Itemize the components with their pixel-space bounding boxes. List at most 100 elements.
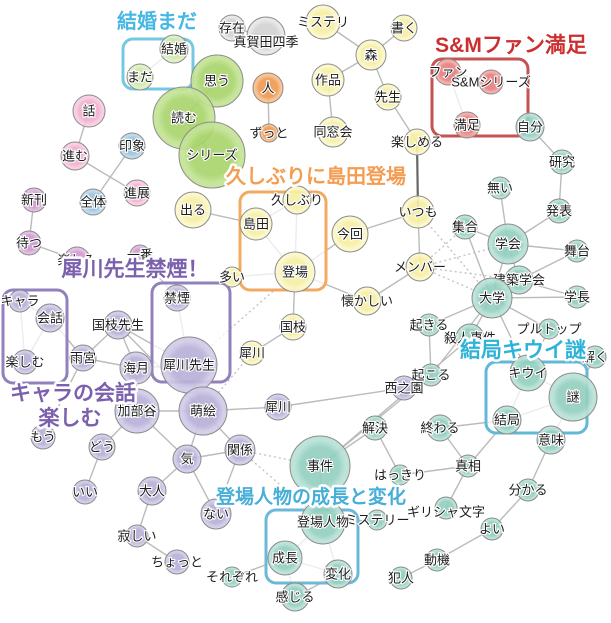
annotation-title-chara-kaiwa-line1: キャラの会話 [10,381,136,405]
graph-node-deru: 出る [174,191,212,229]
node-circle-matsu [16,230,42,256]
node-label-otona: 大人 [139,484,165,499]
node-circle-hanashi [72,94,106,128]
node-circle-series [178,121,246,189]
node-label-sorezore: それぞれ [206,570,258,585]
node-circle-natsukashii [352,286,382,316]
graph-node-butai: 舞台 [563,239,591,263]
graph-node-smseries: S&Mシリーズ [450,69,532,95]
node-circle-kiwi [509,354,547,392]
node-circle-seicho [267,540,303,576]
node-label-zentai: 全体 [80,195,106,210]
graph-node-kaiwa: 会話 [35,303,65,333]
node-label-butai: 舞台 [564,244,590,259]
node-circle-tanoshimi [63,246,91,274]
graph-node-tanoshimi: 楽しみ [56,246,98,274]
edge-saikawa_s-tojo [188,271,296,366]
annotation-title-shimada-tojo: 久しぶりに島田登場 [226,164,406,188]
node-label-kaiketsu: 解決 [362,421,388,436]
graph-node-natsukashii: 懐かしい [340,286,394,316]
edge-itsumo-daigaku [417,211,493,299]
node-label-fan: ファン [428,65,467,80]
node-circle-yoi [480,517,504,541]
node-label-seicho: 成長 [272,551,298,566]
node-label-kunieda: 国枝 [280,320,306,335]
graph-node-gakkai: 学会 [487,223,529,265]
graph-node-saikawa_p: 犀川 [264,393,292,421]
node-circle-kekkyoku [492,405,522,435]
node-label-dou: どう [89,440,115,455]
graph-node-toku: 解く [581,345,609,369]
node-circle-toku [583,345,607,369]
graph-node-imi: 意味 [536,425,566,455]
node-circle-mou [30,424,56,450]
node-circle-deru [174,191,212,229]
node-circle-happyo [546,198,572,224]
node-circle-hakkiri [389,464,411,486]
graph-node-yoi: よい [478,517,506,541]
node-label-shimada: 島田 [243,217,269,232]
graph-node-pulltop: プルトップ [515,318,583,340]
node-label-ii: いい [72,485,98,500]
node-label-doki: 動機 [424,553,450,568]
node-label-mystery2: ミステリー [344,513,409,528]
node-circle-kankei [224,434,256,466]
graph-node-seicho: 成長 [267,540,303,576]
graph-node-ki: 気 [172,444,202,474]
graph-node-wakaru: 分かる [507,478,549,502]
node-circle-imi [536,425,566,455]
node-circle-misuteri [305,4,341,40]
node-label-smseries: S&Mシリーズ [451,75,531,90]
annotation-labels-layer: 結婚まだS&Mファン満足久しぶりに島田登場犀川先生禁煙！キャラの会話楽しむ結局キ… [8,7,590,511]
graph-node-hito: 人 [252,72,284,104]
node-circle-mori [355,39,387,71]
graph-node-kinen: 禁煙 [163,284,191,312]
node-label-kaku: 書く [391,21,417,36]
node-circle-owaru [426,414,454,442]
graph-node-kekkyoku: 結局 [492,405,522,435]
node-label-member: メンバー [394,260,446,275]
node-label-kekkyoku: 結局 [494,413,520,428]
node-label-satsujin: 殺人事件 [444,331,496,346]
node-label-deru: 出る [180,203,206,218]
graph-node-magata: 真賀田四季 [232,16,300,56]
node-circle-hisashiburi [282,185,312,215]
graph-node-hanashi: 話 [72,94,106,128]
graph-node-shimada: 島田 [239,207,273,241]
graph-node-konkai: 今回 [331,215,369,253]
node-label-matsu: 待つ [16,236,42,251]
node-label-omou: 思う [204,74,230,89]
node-circle-nazo [548,372,598,422]
node-label-gakkai: 学会 [495,237,521,252]
node-circle-henka [323,559,353,589]
node-label-moe: 萌絵 [190,404,216,419]
node-circle-amemiya [69,344,97,372]
graph-node-matsu: 待つ [15,230,43,256]
annotation-title-sm-fan-manzoku: S&Mファン満足 [435,34,587,57]
node-circle-smseries [478,69,504,95]
graph-node-dou: どう [88,433,116,461]
node-circle-zentai [79,188,107,216]
node-circle-kenchiku [504,265,534,295]
node-circle-nai_p [200,498,232,530]
node-circle-dosokai [317,116,349,148]
node-label-gakucho: 学長 [564,290,590,305]
node-circle-shinso [456,454,480,478]
graph-node-kekkon: 結婚 [159,34,189,64]
graph-node-kurage: 海月 [119,351,153,385]
node-label-misuteri: ミステリ [297,15,349,30]
graph-node-henka: 変化 [323,559,353,589]
node-label-shinten: 進展 [124,186,150,201]
edge-saikawa_p-nishinosono [277,387,405,408]
node-label-shugo: 集合 [452,220,478,235]
node-circle-mada [126,63,154,91]
node-label-shinso: 真相 [455,459,481,474]
node-label-imi: 意味 [538,433,564,448]
node-label-sensei: 先生 [375,90,401,105]
node-circle-insho [118,132,146,160]
node-label-manzoku: 満足 [454,118,480,133]
edge-satsujin-jiken [319,337,471,467]
graph-node-sensei: 先生 [374,83,402,111]
node-label-ooi: 多い [219,270,245,285]
node-circle-konkai [331,215,369,253]
